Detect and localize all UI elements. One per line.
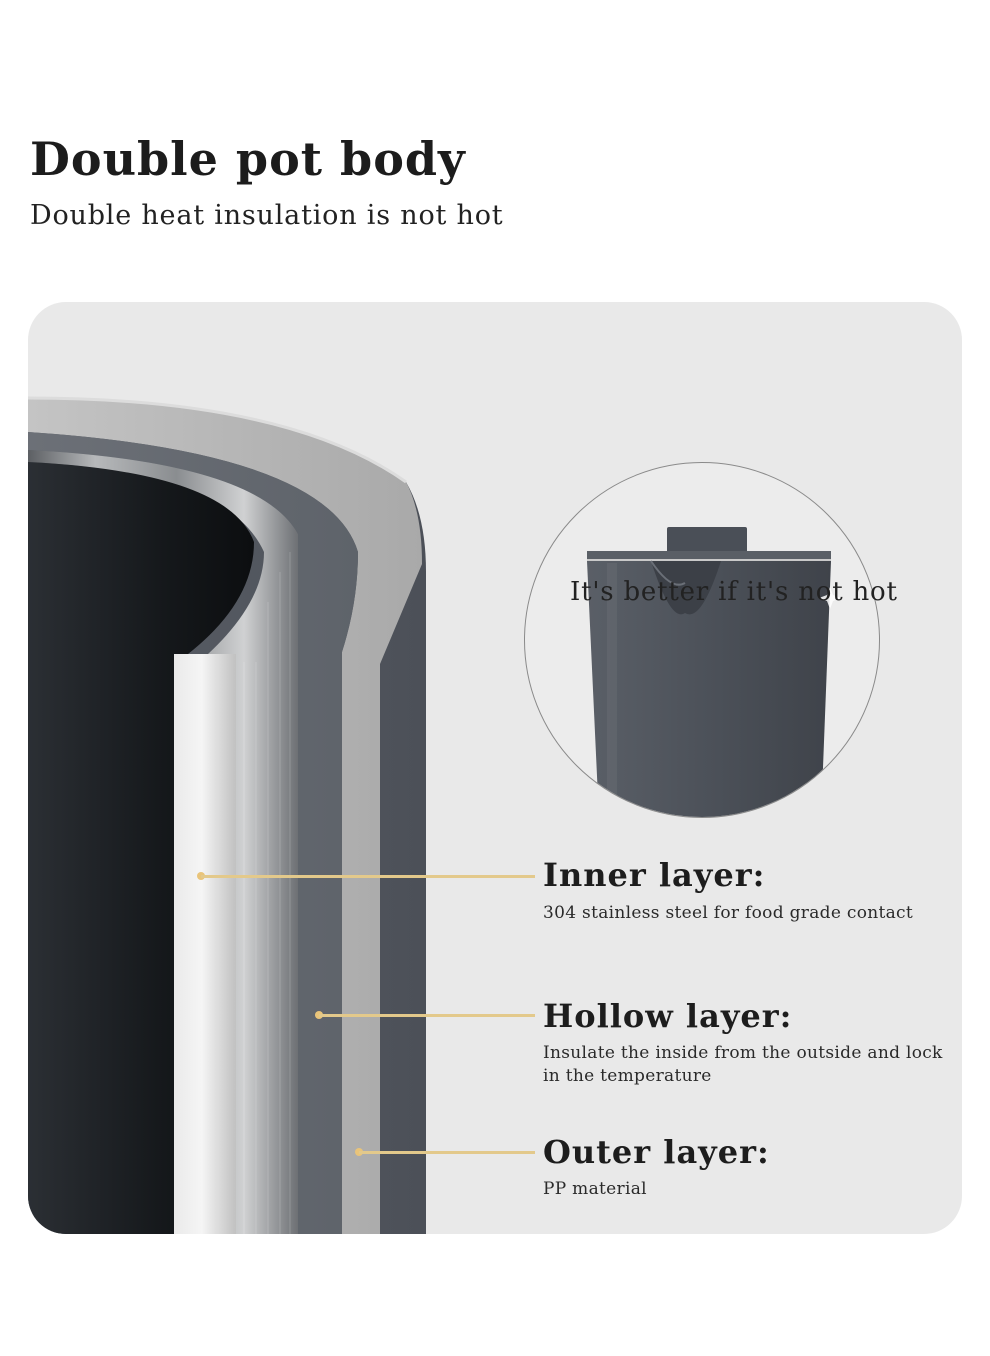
inner-layer-title: Inner layer: (543, 856, 766, 894)
wall-cutaway-illustration (28, 396, 426, 1234)
hollow-layer-title: Hollow layer: (543, 997, 793, 1035)
page-title: Double pot body (30, 132, 466, 186)
page-subtitle: Double heat insulation is not hot (30, 200, 504, 231)
outer-layer-title: Outer layer: (543, 1133, 770, 1171)
kettle-icon (587, 527, 841, 817)
product-panel: It's better if it's not hot (28, 302, 962, 1234)
kettle-closeup-circle (524, 462, 880, 818)
hollow-layer-description: Insulate the inside from the outside and… (543, 1043, 943, 1086)
outer-layer-leader (359, 1151, 535, 1154)
inner-layer-leader (201, 875, 535, 878)
inset-caption: It's better if it's not hot (570, 577, 898, 607)
hollow-layer-leader (319, 1014, 535, 1017)
inner-layer-description: 304 stainless steel for food grade conta… (543, 903, 914, 923)
outer-layer-description: PP material (543, 1179, 647, 1199)
